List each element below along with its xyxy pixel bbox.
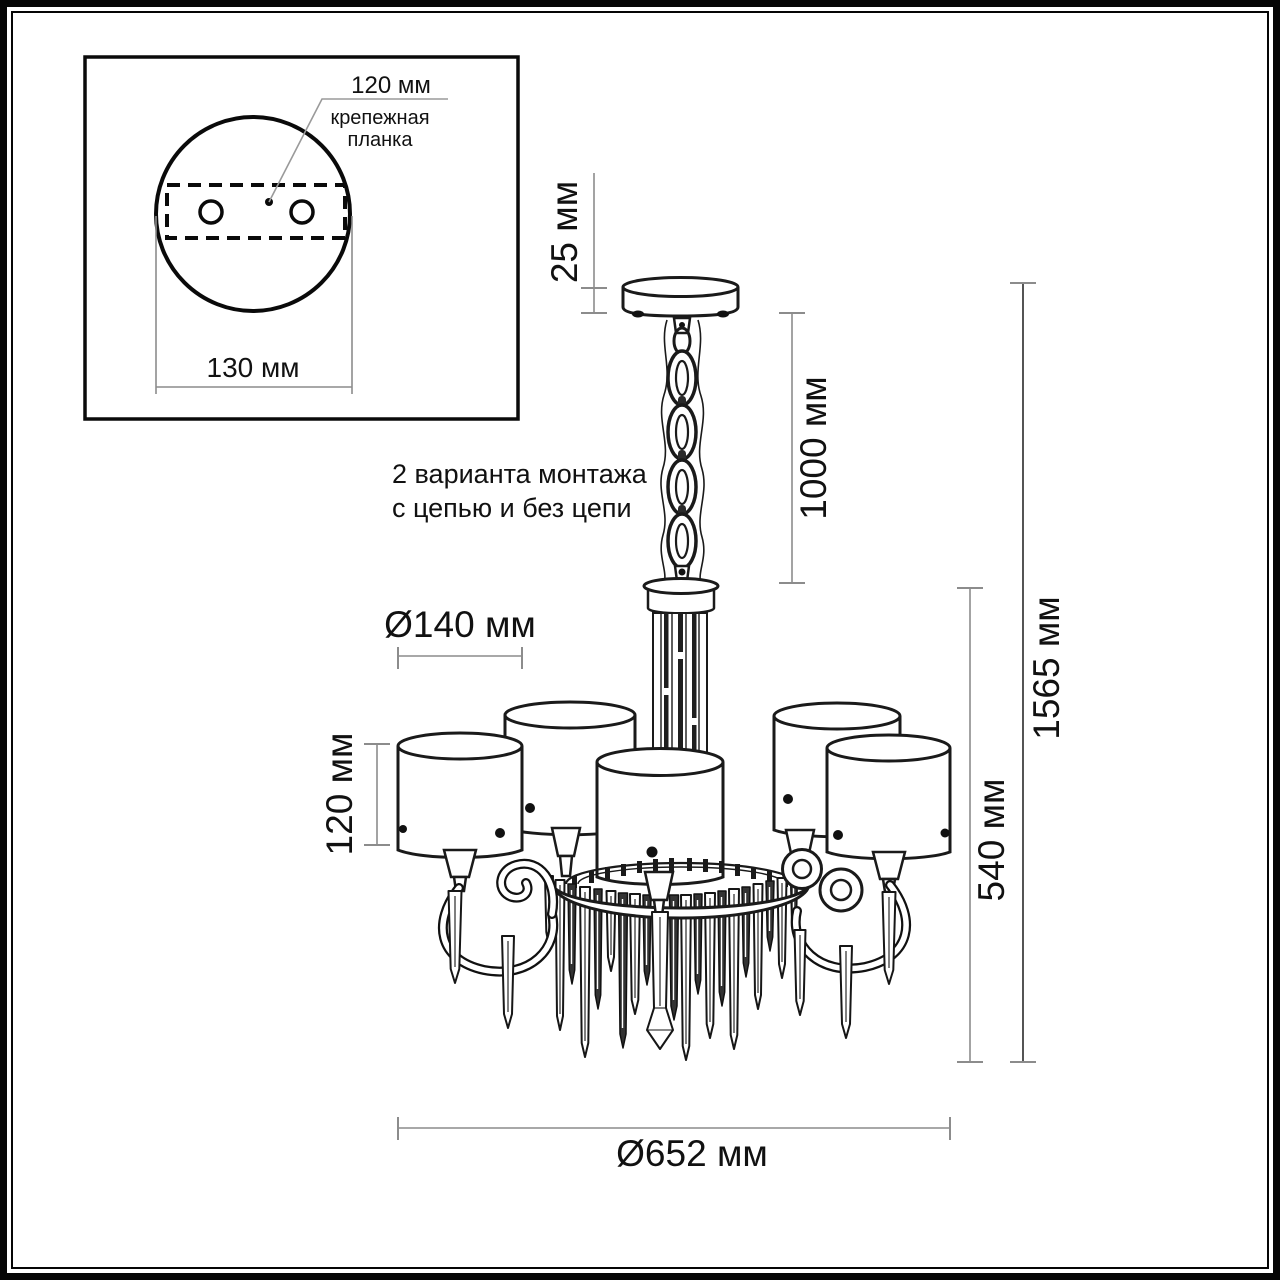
mount-hole-left — [198, 199, 224, 225]
cord-left — [660, 319, 668, 585]
shade-diameter-label: Ø140 мм — [384, 604, 536, 645]
crystal-hanger — [605, 867, 610, 879]
total-height-label: 1565 мм — [1026, 596, 1067, 739]
crystal-hanger — [751, 867, 756, 879]
dim-shade-diameter: Ø140 мм — [384, 604, 536, 669]
socket — [550, 826, 582, 858]
shade-dot — [495, 828, 505, 838]
crystal-hanger — [637, 861, 642, 873]
dim-canopy-height: 25 мм — [544, 173, 607, 314]
arm-curl-fill — [498, 861, 556, 917]
connector-pin — [679, 322, 685, 328]
shade-body — [825, 748, 952, 861]
shade-top — [595, 747, 725, 777]
total-diameter-label: Ø652 мм — [616, 1133, 768, 1174]
shade-dot — [940, 828, 950, 838]
chain-link-4-inner — [674, 522, 690, 560]
ceiling-canopy — [621, 276, 740, 335]
chain-link-3-inner — [674, 468, 690, 506]
dim-total-height: 1565 мм — [1010, 282, 1067, 1063]
crystal-hanger — [703, 859, 708, 872]
suspension-chain — [660, 319, 705, 585]
shade-center — [595, 747, 725, 886]
crystal-hanger — [621, 864, 626, 876]
plate-label-line1: крепежная — [330, 107, 429, 129]
dim-total-diameter: Ø652 мм — [397, 1117, 951, 1174]
shade-top — [825, 733, 952, 763]
crystal-ring-band — [551, 883, 811, 920]
crystal-hanger — [767, 871, 772, 883]
crystal-hanger — [719, 861, 724, 873]
canopy-height-label: 25 мм — [544, 181, 585, 283]
crystal-hanger — [653, 859, 658, 872]
body-height-label: 540 мм — [971, 779, 1012, 902]
ring-band-bottom-edge — [551, 883, 811, 920]
central-hub — [642, 577, 720, 764]
arm-scroll-fill — [440, 885, 556, 975]
note-line2: с цепью и без цепи — [392, 493, 632, 523]
socket — [871, 850, 907, 881]
ring-band-fill — [553, 884, 809, 918]
column-highlight — [663, 688, 670, 695]
canopy-foot-left — [632, 310, 644, 318]
cord-right — [697, 319, 705, 585]
shade-right — [825, 733, 952, 894]
hole-spacing-label: 120 мм — [351, 72, 431, 99]
dim-body-height: 540 мм — [957, 587, 1012, 1063]
socket — [643, 870, 675, 902]
shade-top — [772, 701, 902, 731]
dim-chain-length: 1000 мм — [779, 312, 834, 584]
shade-body — [396, 746, 524, 859]
mount-hole-right — [289, 199, 315, 225]
curl-ring-inner — [829, 878, 853, 902]
column-highlight — [677, 652, 684, 659]
crystal-hanger — [735, 864, 740, 876]
shade-dot — [833, 830, 843, 840]
curl-ring-inner — [791, 858, 813, 880]
left-arm — [437, 858, 559, 977]
crystal-hanger — [572, 876, 577, 888]
shade-dot — [525, 803, 535, 813]
ring-band-top-edge — [551, 883, 811, 910]
socket — [442, 848, 478, 879]
shade-dot — [399, 825, 407, 833]
mounting-plate-inset: 120 мм крепежная планка 130 мм — [83, 55, 520, 421]
center-socket — [643, 870, 675, 1050]
chain-link-4 — [666, 512, 698, 570]
note-line1: 2 варианта монтажа — [392, 459, 648, 489]
shade-top — [503, 700, 637, 730]
canopy-top-view-circle — [154, 115, 352, 313]
mounting-note: 2 варианта монтажа с цепью и без цепи — [392, 459, 648, 523]
chain-length-label: 1000 мм — [793, 376, 834, 519]
mounting-plate-dashed-outline — [165, 183, 347, 240]
arm-curl-rings — [781, 848, 864, 913]
crystal-hanger — [589, 871, 594, 883]
shade-left — [396, 731, 524, 893]
dimension-annotations: 25 мм 1000 мм Ø140 мм 120 мм — [319, 173, 1067, 1174]
canopy-top — [621, 276, 740, 298]
leader-line — [268, 98, 448, 203]
chain-link-1-inner — [674, 359, 690, 397]
hub-pin — [678, 568, 686, 576]
plate-width-label: 130 мм — [207, 352, 300, 383]
canopy-foot-right — [717, 310, 729, 318]
hub-top-plate — [642, 577, 720, 595]
column-dark-rod — [692, 613, 697, 763]
crystal-hanger — [687, 858, 692, 871]
socket-neck — [558, 854, 574, 878]
shade-top — [396, 731, 524, 761]
shade-dot — [646, 846, 658, 858]
crystal-hanger — [669, 858, 674, 871]
chandelier-drawing — [396, 276, 952, 1061]
dim-shade-height: 120 мм — [319, 733, 390, 856]
shade-dot — [783, 794, 793, 804]
shade-height-label: 120 мм — [319, 733, 360, 856]
column-highlight — [691, 718, 698, 725]
chain-link-2-inner — [674, 413, 690, 451]
column-dark-rod — [678, 613, 683, 763]
plate-label-line2: планка — [348, 129, 414, 151]
drop-crystals — [447, 890, 897, 1039]
